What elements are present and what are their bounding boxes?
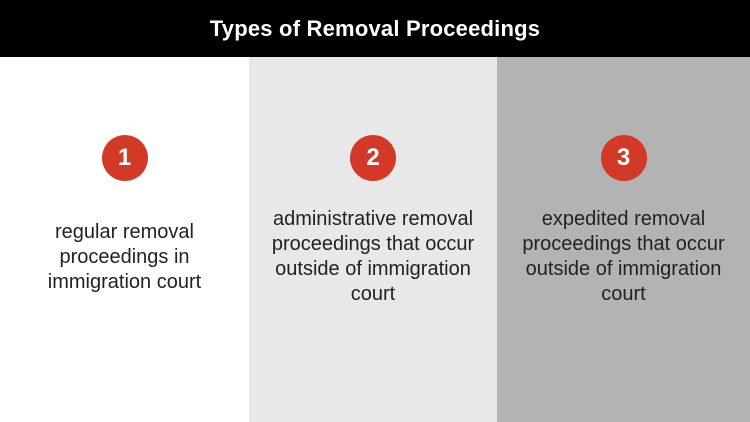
slide-title: Types of Removal Proceedings	[209, 15, 541, 41]
number-badge-2: 2	[350, 135, 396, 181]
column-1: 1 regular removal proceedings in immigra…	[0, 57, 249, 422]
caption-1: regular removal proceedings in immigrati…	[47, 221, 202, 293]
title-bar: Types of Removal Proceedings	[0, 0, 750, 57]
columns: 1 regular removal proceedings in immigra…	[0, 57, 750, 422]
caption-2: administrative removal proceedings that …	[271, 208, 475, 305]
caption-3: expedited removal proceedings that occur…	[522, 208, 725, 305]
column-2: 2 administrative removal proceedings tha…	[249, 57, 497, 422]
column-3: 3 expedited removal proceedings that occ…	[497, 57, 750, 422]
number-badge-3: 3	[600, 135, 647, 181]
number-badge-1: 1	[101, 135, 148, 181]
